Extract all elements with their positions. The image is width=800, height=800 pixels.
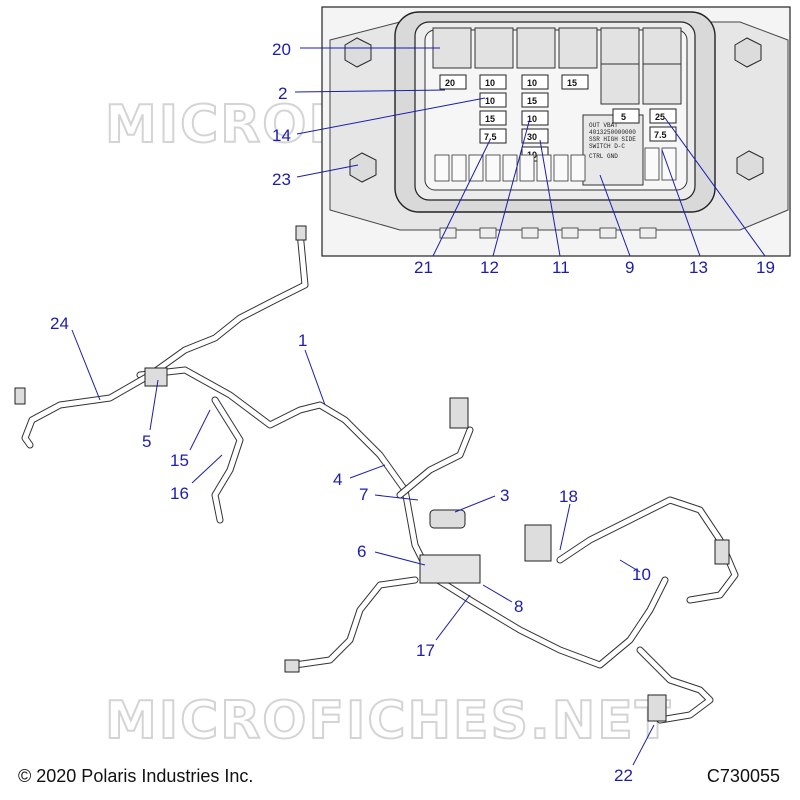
fuse-label: 30 [527, 132, 537, 142]
callout-23: 23 [272, 170, 291, 189]
fuse-label: 7.5 [484, 132, 497, 142]
connector-top [449, 397, 469, 429]
fuse-blades [439, 74, 677, 162]
ssr-label-line4: SWITCH D-C [589, 143, 625, 150]
callout-3: 3 [500, 486, 509, 505]
connector-left-end [14, 387, 26, 405]
connector-5 [144, 367, 168, 387]
callout-labels: 20 2 14 23 21 12 11 9 13 19 24 1 5 15 16… [50, 40, 775, 785]
ssr-label-line2: 4013250000000 [589, 129, 636, 136]
callout-7: 7 [359, 485, 368, 504]
callout-18: 18 [559, 487, 578, 506]
fuse-label: 10 [527, 114, 537, 124]
callout-13: 13 [689, 258, 708, 277]
callout-20: 20 [272, 40, 291, 59]
leader-lines [71, 47, 766, 766]
callout-22: 22 [614, 766, 633, 785]
fuse-label: 10 [485, 96, 495, 106]
connector-lower-left [284, 659, 300, 673]
ssr-label-line3: SSR HIGH SIDE [589, 136, 636, 143]
callout-5: 5 [142, 432, 151, 451]
ssr-label-line5: CTRL GND [589, 153, 618, 160]
callout-14: 14 [272, 126, 291, 145]
module-6 [419, 554, 481, 584]
mounting-bolts [344, 37, 764, 183]
relay-row [432, 27, 682, 105]
callout-2: 2 [278, 84, 287, 103]
callout-6: 6 [357, 542, 366, 561]
callout-19: 19 [756, 258, 775, 277]
connector-22 [647, 694, 667, 722]
ssr-module [582, 114, 644, 186]
fuse-box-inset: OUT VBAT 4013250000000 SSR HIGH SIDE SWI… [321, 6, 791, 257]
callout-8: 8 [514, 597, 523, 616]
fuse-label: 5 [621, 112, 626, 122]
callout-21: 21 [414, 258, 433, 277]
wiring-harness [14, 225, 739, 724]
fuse-label: 25 [655, 112, 665, 122]
fuse-label: 15 [527, 96, 537, 106]
callout-9: 9 [625, 258, 634, 277]
callout-12: 12 [480, 258, 499, 277]
callout-11: 11 [552, 258, 570, 277]
fuse-label: 10 [485, 78, 495, 88]
fuse-label: 20 [445, 78, 455, 88]
connector-3 [429, 509, 466, 529]
callout-4: 4 [333, 470, 342, 489]
fuse-label: 15 [485, 114, 495, 124]
connector-right [714, 539, 730, 565]
callout-1: 1 [298, 331, 307, 350]
copyright-text: © 2020 Polaris Industries Inc. [18, 766, 254, 786]
diagram-code: C730055 [706, 766, 780, 786]
ssr-label-line1: OUT VBAT [589, 122, 618, 129]
connector-18 [524, 524, 552, 562]
fuse-label: 15 [567, 78, 577, 88]
callout-10: 10 [632, 565, 651, 584]
connector-top-end [295, 225, 307, 241]
callout-24: 24 [50, 314, 69, 333]
terminal-slots [434, 147, 677, 182]
fuse-label: 7.5 [654, 130, 667, 140]
callout-16: 16 [170, 484, 189, 503]
fuse-label: 10 [527, 78, 537, 88]
callout-17: 17 [416, 641, 435, 660]
callout-15: 15 [170, 451, 189, 470]
watermark-bottom: MICROFICHES.NET [105, 691, 672, 751]
